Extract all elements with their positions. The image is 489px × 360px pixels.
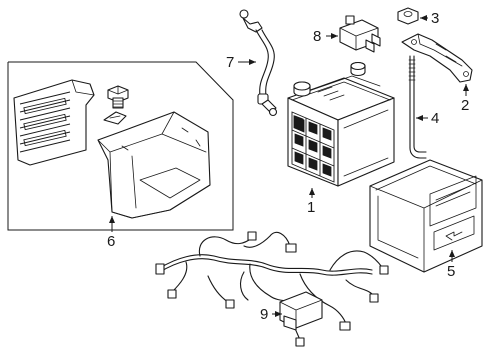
callout-2: 2 <box>461 97 469 114</box>
hold-down-rod[interactable] <box>408 55 427 159</box>
wire-harness[interactable] <box>155 231 389 347</box>
hold-down-bracket[interactable] <box>401 33 473 83</box>
battery[interactable] <box>287 61 395 187</box>
inset-frame <box>7 61 234 231</box>
callout-8: 8 <box>313 28 321 45</box>
callout-6: 6 <box>107 233 115 250</box>
battery-terminal-icon <box>350 61 366 77</box>
battery-box[interactable] <box>369 159 483 273</box>
battery-sensor[interactable] <box>339 15 381 53</box>
leader-lines <box>109 15 469 317</box>
bolt-icon[interactable] <box>107 85 129 109</box>
callout-7: 7 <box>226 54 234 71</box>
nut-icon[interactable] <box>397 7 419 25</box>
clip-icon[interactable] <box>103 111 127 125</box>
tray-mounting-plate[interactable] <box>13 79 95 166</box>
battery-tray[interactable] <box>97 111 211 219</box>
battery-terminal-icon <box>293 81 311 97</box>
callout-9: 9 <box>260 306 268 323</box>
negative-cable[interactable] <box>239 9 278 117</box>
callout-1: 1 <box>307 199 315 216</box>
callout-5: 5 <box>447 263 455 280</box>
callout-4: 4 <box>431 110 439 127</box>
callout-3: 3 <box>431 10 439 27</box>
